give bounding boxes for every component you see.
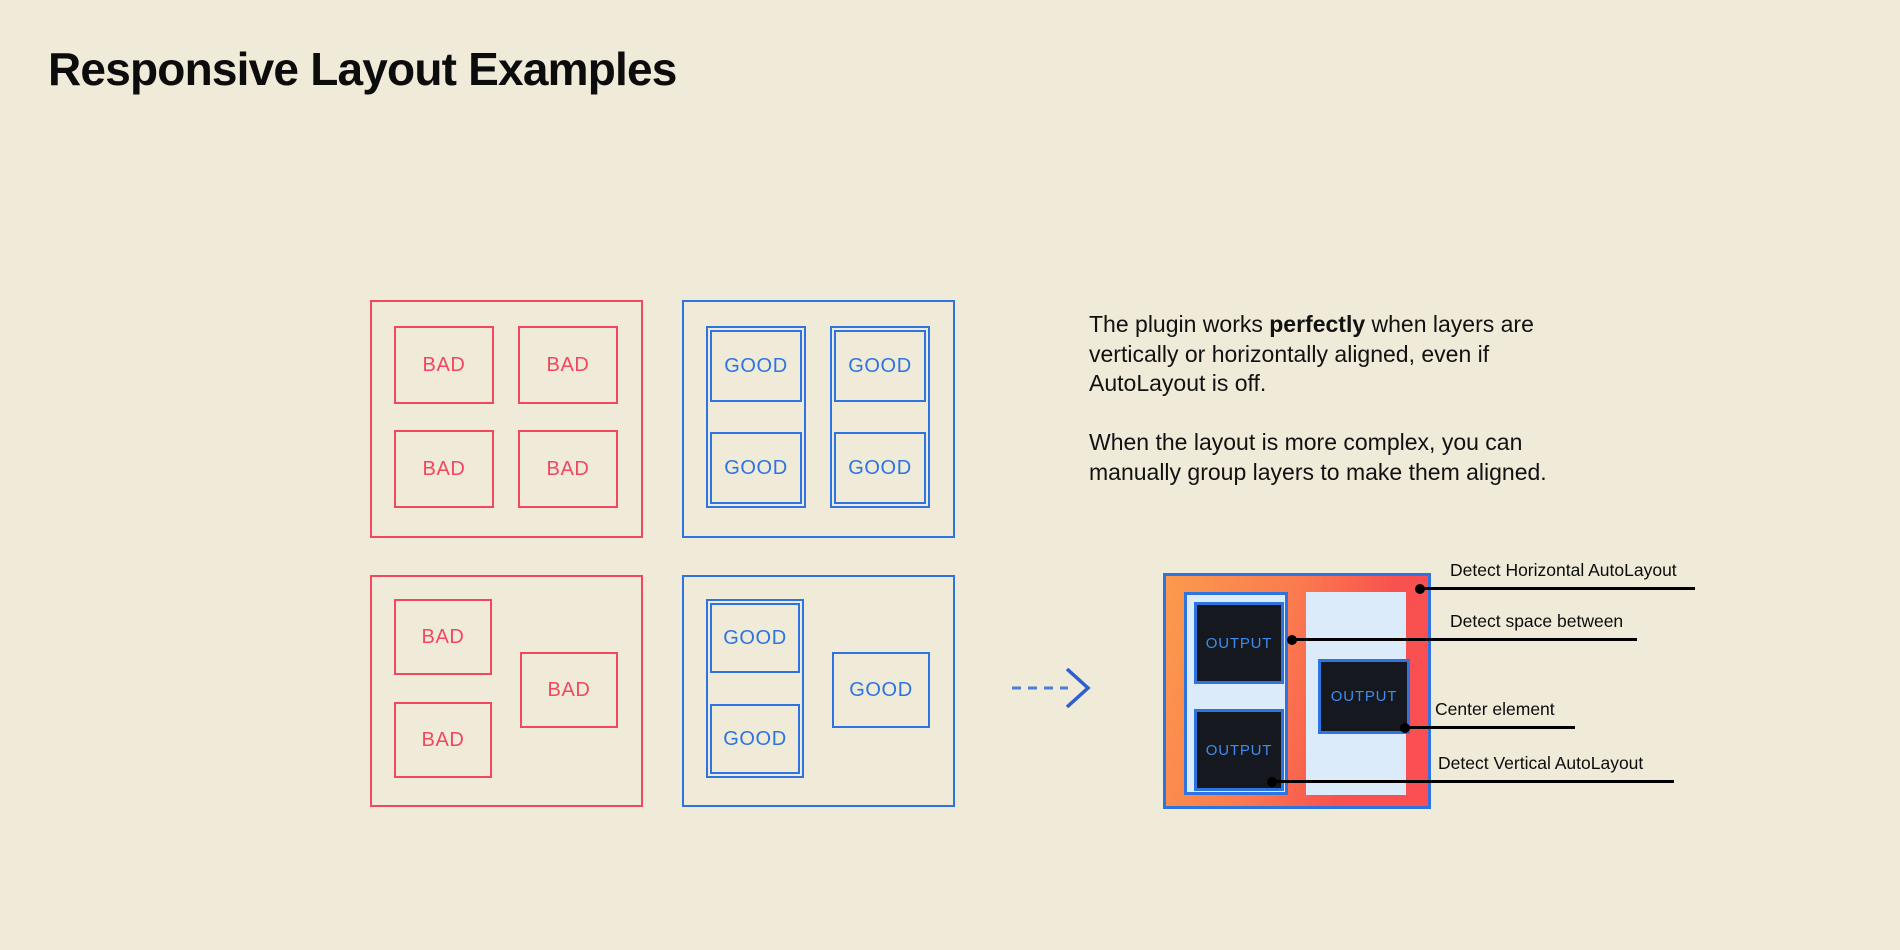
cell-bad: BAD: [520, 652, 618, 728]
annotated-layout-diagram: OUTPUT OUTPUT OUTPUT: [1163, 573, 1431, 809]
annotation-anchor-dot: [1287, 634, 1297, 645]
cell-bad: BAD: [394, 702, 492, 778]
annotation-leader-line: [1292, 638, 1637, 641]
example-bottom-good-frame: GOOD GOOD GOOD: [682, 575, 955, 807]
cell-good: GOOD: [710, 432, 802, 504]
example-top-good-frame: GOOD GOOD GOOD GOOD: [682, 300, 955, 538]
explanatory-copy: The plugin works perfectly when layers a…: [1089, 310, 1559, 487]
copy-p1-part2: when layers are vertically or horizontal…: [1089, 311, 1534, 396]
example-top-bad-frame: BAD BAD BAD BAD: [370, 300, 643, 538]
annotation-leader-line: [1420, 587, 1695, 590]
annotation-leader-line: [1405, 726, 1575, 729]
annotation-label: Detect Horizontal AutoLayout: [1450, 560, 1677, 580]
annotation-label: Center element: [1435, 699, 1555, 719]
copy-p1-emphasis: perfectly: [1269, 311, 1366, 337]
cell-good: GOOD: [834, 330, 926, 402]
cell-bad: BAD: [394, 326, 494, 404]
cell-good: GOOD: [710, 330, 802, 402]
annotation-label: Detect Vertical AutoLayout: [1438, 753, 1644, 773]
copy-spacer: [1089, 399, 1559, 429]
output-box: OUTPUT: [1194, 602, 1284, 684]
annotation-label: Detect space between: [1450, 611, 1624, 631]
example-bottom-bad-frame: BAD BAD BAD: [370, 575, 643, 807]
cell-bad: BAD: [394, 599, 492, 675]
copy-p1-part1: The plugin works: [1089, 311, 1270, 337]
diagram-left-group-panel: OUTPUT OUTPUT: [1184, 592, 1288, 795]
group-outline-column-1: [706, 326, 806, 508]
cell-good: GOOD: [832, 652, 930, 728]
copy-paragraph-1: The plugin works perfectly when layers a…: [1089, 310, 1559, 399]
cell-good: GOOD: [710, 603, 800, 673]
annotation-anchor-dot: [1267, 776, 1277, 787]
annotation-anchor-dot: [1415, 583, 1425, 594]
annotation-anchor-dot: [1400, 722, 1410, 733]
cell-bad: BAD: [518, 326, 618, 404]
output-box: OUTPUT: [1318, 659, 1410, 734]
page-title: Responsive Layout Examples: [48, 43, 677, 95]
annotation-leader-line: [1272, 780, 1674, 783]
copy-paragraph-2: When the layout is more complex, you can…: [1089, 429, 1547, 485]
cell-good: GOOD: [834, 432, 926, 504]
dashed-arrow-right-icon: [1012, 668, 1091, 708]
cell-bad: BAD: [518, 430, 618, 508]
group-outline-stack: [706, 599, 804, 778]
cell-good: GOOD: [710, 704, 800, 774]
cell-bad: BAD: [394, 430, 494, 508]
group-outline-column-2: [830, 326, 930, 508]
